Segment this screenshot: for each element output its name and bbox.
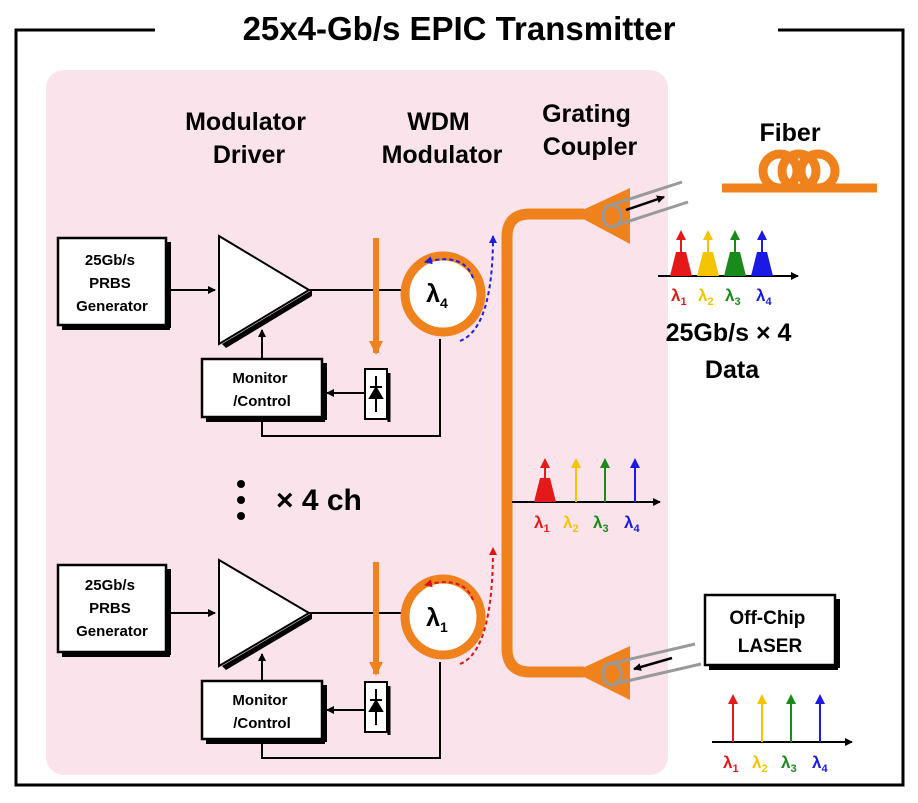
outer-frame bbox=[14, 28, 905, 787]
off-chip-laser bbox=[703, 593, 837, 667]
svg-text:λ4: λ4 bbox=[426, 280, 448, 311]
photodiode-icon bbox=[368, 376, 384, 412]
header-fiber: Fiber bbox=[759, 119, 820, 147]
feedback-wire-bottom bbox=[261, 662, 441, 759]
bus-spectrum: λ1 λ2 λ3 λ4 bbox=[512, 458, 661, 535]
header-modulator-driver: Modulator Driver bbox=[185, 108, 313, 169]
svg-text:λ4: λ4 bbox=[756, 286, 772, 308]
header-wdm-modulator: WDM Modulator bbox=[382, 108, 503, 169]
ring-direction-arrow-top bbox=[424, 256, 474, 279]
svg-text:λ3: λ3 bbox=[781, 753, 797, 775]
amplifier-triangle-top bbox=[218, 234, 312, 348]
monitor-control-bottom bbox=[200, 679, 324, 741]
resonance-arrow-bottom bbox=[459, 547, 497, 665]
prbs-generator-bottom bbox=[56, 563, 168, 654]
header-grating-coupler: Grating Coupler bbox=[542, 100, 638, 161]
ring-modulator-top bbox=[400, 251, 486, 337]
feedback-wire-top bbox=[261, 339, 441, 437]
channel-multiplier: × 4 ch bbox=[237, 480, 362, 520]
svg-text:λ1: λ1 bbox=[426, 604, 448, 635]
output-data-label: 25Gb/s × 4 Data bbox=[666, 319, 799, 384]
svg-text:λ4: λ4 bbox=[812, 753, 828, 775]
waveguide-bus bbox=[501, 208, 584, 678]
svg-text:λ1: λ1 bbox=[671, 286, 687, 308]
grating-coupler-bottom bbox=[574, 642, 702, 700]
fiber-coil-icon bbox=[722, 149, 877, 193]
diagram-title: 25x4-Gb/s EPIC Transmitter bbox=[243, 10, 676, 47]
svg-text:λ1: λ1 bbox=[723, 753, 739, 775]
svg-text:λ2: λ2 bbox=[752, 753, 768, 775]
channel-bottom: 25Gb/s PRBS Generator Monitor /Control bbox=[56, 547, 497, 759]
resonance-arrow-top bbox=[459, 235, 497, 342]
svg-text:Monitor /Control: Monitor /Control bbox=[232, 692, 291, 732]
channel-count-label: × 4 ch bbox=[276, 484, 362, 517]
laser-label: Off-Chip LASER bbox=[729, 608, 810, 657]
svg-text:λ4: λ4 bbox=[624, 513, 640, 535]
amplifier-triangle-bottom bbox=[218, 558, 312, 670]
grating-coupler-top bbox=[574, 180, 689, 244]
svg-text:λ1: λ1 bbox=[534, 513, 550, 535]
svg-text:λ3: λ3 bbox=[593, 513, 609, 535]
ring-direction-arrow-bottom bbox=[424, 579, 474, 601]
photodiode-icon bbox=[368, 689, 384, 725]
ring-modulator-bottom bbox=[400, 574, 486, 660]
svg-text:λ3: λ3 bbox=[725, 286, 741, 308]
svg-text:λ2: λ2 bbox=[563, 513, 579, 535]
laser-spectrum: λ1 λ2 λ3 λ4 bbox=[712, 694, 853, 775]
svg-text:25Gb/s PRBS Genera: 25Gb/s PRBS Generator bbox=[76, 252, 148, 315]
prbs-generator-top bbox=[56, 236, 168, 327]
channel-top: 25Gb/s PRBS Generator Monitor /Control bbox=[56, 234, 497, 437]
monitor-control-top bbox=[200, 357, 324, 419]
output-spectrum: λ1 λ2 λ3 λ4 bbox=[658, 230, 799, 308]
svg-text:λ2: λ2 bbox=[698, 286, 714, 308]
svg-text:Monitor /Control: Monitor /Control bbox=[232, 370, 291, 410]
svg-text:25Gb/s PRBS Genera: 25Gb/s PRBS Generator bbox=[76, 577, 148, 640]
